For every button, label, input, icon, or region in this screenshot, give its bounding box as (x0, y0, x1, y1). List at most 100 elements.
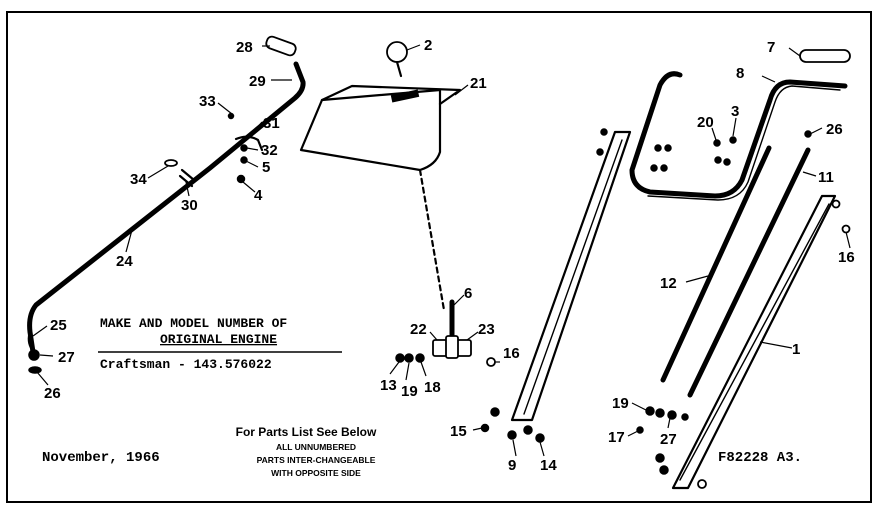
note-line2: ALL UNNUMBERED (276, 442, 356, 452)
callout-28: 28 (236, 39, 253, 56)
callout-27-right: 27 (660, 431, 677, 448)
engine-info-line2: ORIGINAL ENGINE (160, 332, 277, 347)
callout-4: 4 (254, 187, 263, 204)
bolt-15 (480, 423, 490, 433)
callout-8: 8 (736, 65, 744, 82)
callout-34: 34 (130, 171, 147, 188)
callout-3: 3 (731, 103, 739, 120)
callout-26-right: 26 (826, 121, 843, 138)
diagram-frame (6, 11, 872, 503)
callout-16-center: 16 (503, 345, 520, 362)
nut-20 (713, 139, 721, 147)
washer-27-left (28, 349, 40, 361)
rod-11 (687, 147, 811, 398)
lockwasher-5 (240, 156, 248, 164)
cable-end-25 (27, 329, 33, 351)
callout-19-right: 19 (612, 395, 629, 412)
callout-1: 1 (792, 341, 800, 358)
washer-lower-a (655, 453, 665, 463)
washer-14 (523, 425, 533, 435)
washer-32 (240, 144, 248, 152)
callout-13: 13 (380, 377, 397, 394)
clip-nut-34 (164, 159, 178, 167)
callout-31: 31 (263, 115, 280, 132)
clip-31 (234, 135, 264, 152)
cable-clip-30 (178, 168, 196, 188)
left-handle-tube (510, 130, 632, 422)
callout-24: 24 (116, 253, 133, 270)
callout-25: 25 (50, 317, 67, 334)
right-handle-inner (679, 203, 830, 481)
callout-19-center: 19 (401, 383, 418, 400)
baffle-top-edge (320, 84, 462, 106)
baffle-21 (299, 88, 442, 172)
washer-lower (490, 407, 500, 417)
note-line4: WITH OPPOSITE SIDE (271, 468, 361, 478)
bracket-23 (456, 339, 472, 357)
screw-33 (227, 112, 235, 120)
bolt-16-right-a (831, 199, 841, 209)
control-knob-28 (265, 35, 297, 57)
bolt-bottom (697, 479, 707, 489)
cotter-pin-26-left (28, 366, 42, 374)
washer-bail-d (664, 144, 672, 152)
washer-bail-b (723, 158, 731, 166)
baffle-rod-centerline (418, 168, 446, 312)
note-line3: PARTS INTER-CHANGEABLE (257, 455, 376, 465)
upper-handle-8 (629, 71, 848, 199)
engine-info-line3: Craftsman - 143.576022 (100, 357, 272, 372)
publication-date: November, 1966 (42, 450, 160, 466)
washer-bail-a (714, 156, 722, 164)
engine-info-line1: MAKE AND MODEL NUMBER OF (100, 316, 287, 331)
washer-17 (636, 426, 644, 434)
callout-26-left: 26 (44, 385, 61, 402)
callout-2: 2 (424, 37, 432, 54)
washer-19-right (645, 406, 655, 416)
leader-lines (32, 44, 851, 457)
knob-stem (395, 60, 403, 78)
callout-20: 20 (697, 114, 714, 131)
bolt-16-center (486, 357, 496, 367)
washer-19 (404, 353, 414, 363)
callout-17: 17 (608, 429, 625, 446)
bracket-22 (432, 339, 448, 357)
note-line1: For Parts List See Below (236, 425, 377, 439)
knob-2 (386, 41, 408, 63)
washer-bail-f (660, 164, 668, 172)
nut-13 (395, 353, 405, 363)
upper-handle-inner (647, 85, 841, 201)
engine-info-block: MAKE AND MODEL NUMBER OF ORIGINAL ENGINE… (98, 316, 342, 372)
washer-9 (507, 430, 517, 440)
grip-7 (799, 49, 851, 63)
callout-29: 29 (249, 73, 266, 90)
callout-16-right: 16 (838, 249, 855, 266)
washer-bail-c (654, 144, 662, 152)
parts-note: For Parts List See Below ALL UNNUMBERED … (236, 425, 377, 478)
throttle-cable-assembly (27, 35, 306, 374)
baffle-assembly (299, 41, 496, 367)
control-cable-24 (27, 61, 306, 355)
nut-4 (236, 174, 246, 184)
rod-12 (660, 145, 772, 383)
callout-33: 33 (199, 93, 216, 110)
callout-5: 5 (262, 159, 270, 176)
nut-right (681, 413, 689, 421)
bolt-16-right-b (841, 224, 851, 234)
left-handle-inner (523, 139, 623, 415)
callout-21: 21 (470, 75, 487, 92)
spring-holder (445, 335, 459, 359)
callout-18-center: 18 (424, 379, 441, 396)
callout-22: 22 (410, 321, 427, 338)
left-handle (480, 128, 632, 443)
callout-23: 23 (478, 321, 495, 338)
baffle-slot (390, 89, 420, 103)
callout-11: 11 (818, 169, 834, 186)
washer-14b (535, 433, 545, 443)
callout-7: 7 (767, 39, 775, 56)
callout-30: 30 (181, 197, 198, 214)
callout-32: 32 (261, 142, 278, 159)
figure-code: F82228 A3. (718, 450, 802, 466)
callout-6: 6 (464, 285, 472, 302)
callout-15: 15 (450, 423, 467, 440)
